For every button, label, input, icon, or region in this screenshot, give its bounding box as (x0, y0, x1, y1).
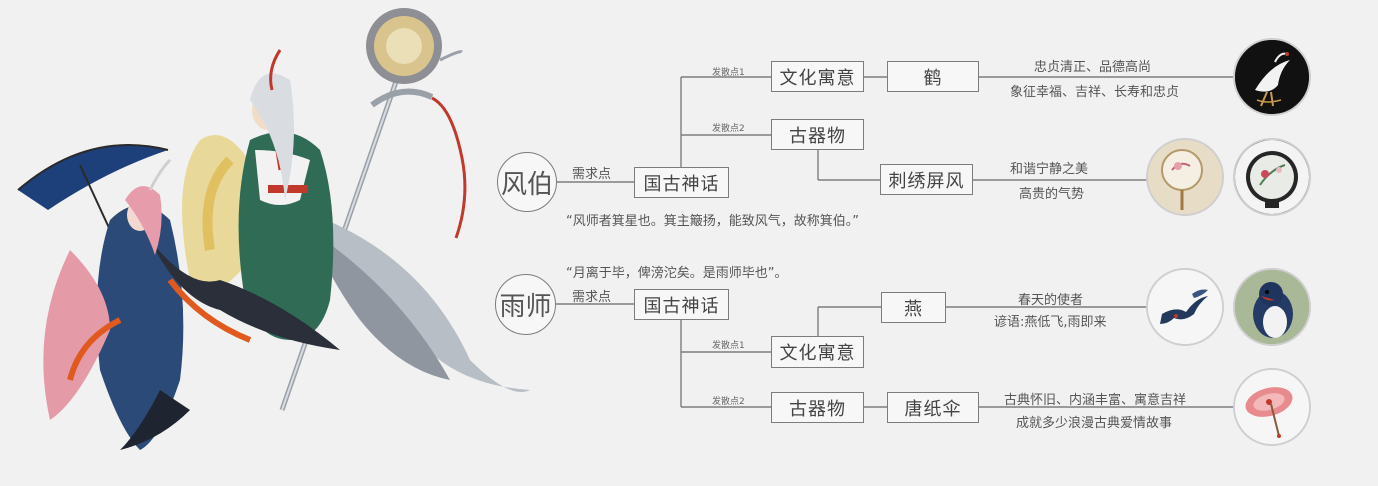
yushi-artifact-node[interactable]: 古器物 (771, 392, 864, 423)
crane-desc-2: 象征幸福、吉祥、长寿和忠贞 (1010, 85, 1180, 100)
swallow-desc-2: 谚语:燕低飞,雨即来 (994, 315, 1107, 330)
paper-umbrella-image[interactable] (1233, 368, 1311, 446)
deity-characters-illustration (17, 8, 530, 450)
yushi-branch1-tag: 发散点1 (712, 341, 745, 351)
screen-desc-2: 高贵的气势 (1019, 187, 1085, 202)
yushi-umbrella-node[interactable]: 唐纸伞 (887, 392, 979, 423)
yushi-swallow-node[interactable]: 燕 (881, 292, 946, 323)
fengbo-branch2-tag: 发散点2 (712, 124, 745, 134)
umbrella-desc-1: 古典怀旧、内涵丰富、寓意吉祥 (1004, 393, 1187, 408)
crane-desc-1: 忠贞清正、品德高尚 (1034, 60, 1152, 75)
fengbo-culture-node[interactable]: 文化寓意 (771, 61, 864, 92)
fengbo-demand-label: 需求点 (572, 167, 612, 182)
fengbo-name: 风伯 (500, 169, 553, 200)
round-fan-image[interactable] (1146, 138, 1224, 216)
fengbo-artifact-node[interactable]: 古器物 (771, 119, 864, 150)
fengbo-crane-node[interactable]: 鹤 (887, 61, 979, 92)
crane-image[interactable] (1233, 38, 1311, 116)
yushi-node[interactable]: 雨师 (495, 274, 556, 335)
embroidered-screen-image[interactable] (1233, 138, 1311, 216)
swallow-flying-image[interactable] (1146, 268, 1224, 346)
staff-icon (279, 8, 467, 411)
yushi-core-node[interactable]: 国古神话 (634, 289, 729, 320)
yushi-demand-label: 需求点 (572, 290, 612, 305)
yushi-culture-node[interactable]: 文化寓意 (771, 336, 864, 368)
yushi-quote: “月离于毕，俾滂沱矣。是雨师毕也”。 (566, 266, 788, 281)
umbrella-desc-2: 成就多少浪漫古典爱情故事 (1016, 416, 1173, 431)
fengbo-branch1-tag: 发散点1 (712, 68, 745, 78)
swallow-desc-1: 春天的使者 (1018, 293, 1084, 308)
fengbo-core-node[interactable]: 国古神话 (634, 167, 729, 198)
fengbo-quote: “风师者箕星也。箕主簸扬，能致风气，故称箕伯。” (566, 214, 859, 229)
fengbo-node[interactable]: 风伯 (497, 152, 557, 212)
fengbo-screen-node[interactable]: 刺绣屏风 (880, 164, 973, 195)
umbrella-icon (17, 144, 169, 231)
yushi-name: 雨师 (499, 292, 552, 322)
screen-desc-1: 和谐宁静之美 (1010, 162, 1089, 177)
yushi-branch2-tag: 发散点2 (712, 397, 745, 407)
swallow-portrait-image[interactable] (1233, 268, 1311, 346)
